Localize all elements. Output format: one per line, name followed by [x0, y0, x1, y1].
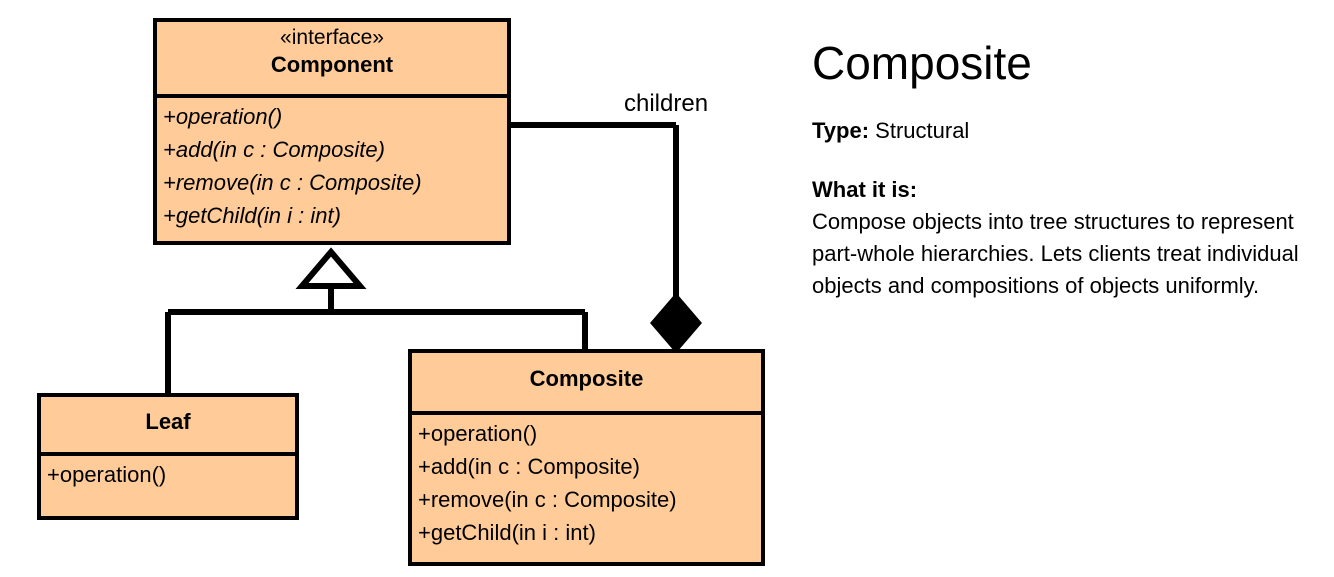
uml-member: +remove(in c : Composite): [418, 487, 677, 512]
uml-class-leaf[interactable]: Leaf +operation(): [37, 393, 299, 520]
uml-member: +getChild(in i : int): [163, 203, 341, 228]
uml-class-component-stereotype: «interface»: [280, 26, 384, 49]
pattern-description-heading: What it is:: [812, 177, 918, 202]
uml-member: +operation(): [47, 462, 167, 487]
uml-class-diagram: children «interface» Component +operatio…: [37, 18, 765, 566]
uml-member: +operation(): [163, 104, 283, 129]
uml-member: +remove(in c : Composite): [163, 170, 422, 195]
uml-class-component[interactable]: «interface» Component +operation() +add(…: [153, 18, 511, 245]
composition-connector: [509, 122, 702, 354]
uml-class-component-members: +operation() +add(in c : Composite) +rem…: [157, 98, 507, 241]
uml-member: +getChild(in i : int): [418, 520, 596, 545]
pattern-type-label: Type:: [812, 118, 870, 143]
uml-member: +add(in c : Composite): [163, 137, 385, 162]
composition-diamond-icon: [650, 292, 702, 354]
pattern-type-row: Type: Structural: [812, 116, 1312, 146]
uml-class-composite-header: Composite: [412, 353, 761, 415]
pattern-type-value: Structural: [875, 118, 970, 143]
pattern-info-panel: Composite Type: Structural What it is: C…: [812, 36, 1312, 302]
uml-class-leaf-members: +operation(): [41, 456, 295, 516]
association-label-children: children: [624, 90, 709, 117]
uml-class-component-name: Component: [270, 52, 394, 77]
page-title: Composite: [812, 37, 1032, 89]
uml-class-component-header: «interface» Component: [157, 22, 507, 98]
uml-member: +add(in c : Composite): [418, 454, 640, 479]
uml-class-composite[interactable]: Composite +operation() +add(in c : Compo…: [408, 349, 765, 566]
uml-class-leaf-name: Leaf: [145, 409, 191, 434]
uml-class-leaf-header: Leaf: [41, 397, 295, 456]
pattern-description-text: Compose objects into tree structures to …: [812, 209, 1299, 298]
uml-class-composite-name: Composite: [529, 366, 644, 391]
pattern-description-block: What it is: Compose objects into tree st…: [812, 174, 1312, 302]
uml-class-composite-members: +operation() +add(in c : Composite) +rem…: [412, 415, 761, 562]
uml-member: +operation(): [418, 421, 538, 446]
